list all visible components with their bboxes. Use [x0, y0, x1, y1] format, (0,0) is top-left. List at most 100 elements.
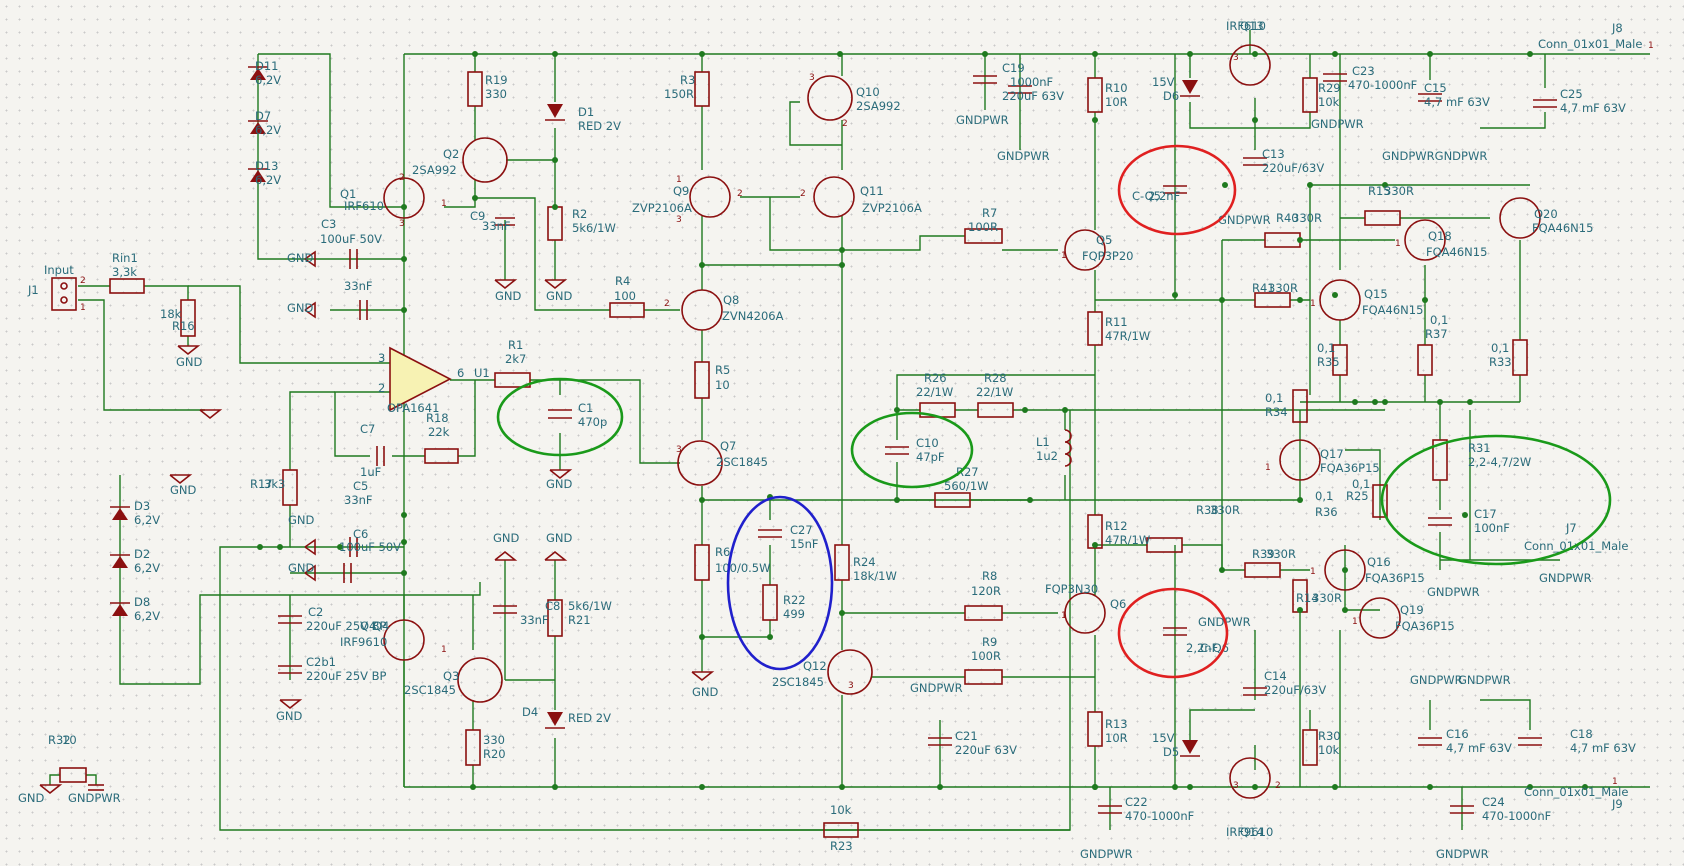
highlight-ellipse — [726, 495, 834, 671]
c4-capacitor — [359, 300, 368, 320]
component-label: 120R — [971, 584, 1001, 598]
junction-dot — [894, 407, 900, 413]
highlight-ellipse — [1117, 144, 1237, 236]
c5-capacitor — [349, 537, 358, 557]
zener-d3 — [110, 506, 130, 520]
component-label: Q8 — [723, 293, 739, 307]
component-label: GNDPWR — [1458, 673, 1511, 687]
component-label: C9 — [470, 209, 485, 223]
component-label: J7 — [1565, 521, 1577, 535]
junction-dot — [1352, 399, 1358, 405]
r25-resistor — [1372, 484, 1388, 518]
component-label: 499 — [783, 607, 805, 621]
component-label: D13 — [255, 159, 279, 173]
component-label: 0,1 — [1265, 391, 1283, 405]
component-label: U1 — [474, 366, 490, 380]
component-label: 3 — [378, 351, 385, 365]
c18-wire — [1480, 699, 1531, 730]
svg-text:1: 1 — [1265, 463, 1271, 473]
global-feedback-wire — [219, 410, 1071, 831]
j1-pin1 — [60, 282, 68, 290]
component-label: 100uF 50V — [320, 232, 382, 246]
component-label: FQA36P15 — [1365, 571, 1425, 585]
component-label: C21 — [955, 729, 978, 743]
junction-dot — [839, 784, 845, 790]
component-label: Q19 — [1400, 603, 1424, 617]
component-label: 15V — [1152, 75, 1175, 89]
c24-capacitor — [1450, 805, 1474, 814]
component-label: 15V — [1152, 731, 1175, 745]
transistor-q19 — [1359, 597, 1401, 639]
component-label: 220uF 25V BP — [306, 619, 387, 633]
transistor-q7 — [677, 440, 723, 486]
component-label: 2,2nF — [1148, 189, 1180, 203]
q2-c-wire — [444, 180, 476, 208]
c13-capacitor — [1243, 157, 1267, 166]
transistor-q5 — [1064, 229, 1106, 271]
component-label: ZVN4206A — [722, 309, 784, 323]
c21-capacitor — [928, 737, 952, 746]
component-label: IRF9610 — [340, 635, 387, 649]
junction-dot — [1307, 182, 1313, 188]
zener-d7 — [248, 120, 268, 134]
component-label: 2SA992 — [412, 163, 457, 177]
junction-dot — [1462, 512, 1468, 518]
svg-text:1: 1 — [1061, 251, 1067, 261]
c14-capacitor — [1243, 687, 1267, 696]
zener-top-wire — [258, 53, 404, 208]
q10-base-wire — [789, 101, 842, 146]
component-label: GND — [287, 301, 314, 315]
zener-d11 — [248, 66, 268, 80]
junction-dot — [552, 204, 558, 210]
component-label: 4,7 mF 63V — [1570, 741, 1636, 755]
component-label: 100uF 50V — [339, 540, 401, 554]
transistor-q11 — [813, 176, 855, 218]
component-label: R19 — [485, 73, 508, 87]
r38-wire — [1182, 544, 1223, 570]
junction-dot — [470, 784, 476, 790]
gate-bridge-wire — [769, 197, 842, 251]
component-label: R37 — [1425, 327, 1448, 341]
component-label: Q20 — [1534, 207, 1558, 221]
r22-resistor — [762, 584, 778, 621]
component-label: R39 — [1252, 547, 1275, 561]
junction-dot — [1467, 399, 1473, 405]
hand-drawn-highlights — [496, 144, 1612, 679]
component-label: C23 — [1352, 64, 1375, 78]
component-label: R14 — [1296, 591, 1319, 605]
component-label: C16 — [1446, 727, 1469, 741]
component-label: 330R — [1292, 211, 1322, 225]
junction-dot — [1427, 51, 1433, 57]
component-label: D7 — [255, 109, 271, 123]
c16-capacitor — [1418, 737, 1442, 746]
junction-dot — [1172, 784, 1178, 790]
gnd-symbols — [39, 250, 715, 795]
r7-wire — [842, 235, 965, 251]
component-label: R15 — [1368, 184, 1391, 198]
c7-capacitor — [376, 446, 385, 466]
component-label: GND — [495, 289, 522, 303]
transistor-q15 — [1319, 279, 1361, 321]
r8-resistor — [964, 605, 1003, 621]
c10-capacitor — [885, 446, 909, 455]
mid-output-wire — [702, 410, 1301, 501]
r32-resistor — [59, 767, 87, 783]
component-label: Q3 — [443, 669, 459, 683]
component-label: 0,1 — [1317, 341, 1335, 355]
component-label: Q9 — [673, 184, 689, 198]
component-label: R34 — [1265, 405, 1288, 419]
q7-base-wire — [560, 379, 680, 464]
r16-resistor — [180, 299, 196, 337]
component-label: 470p — [578, 415, 607, 429]
junction-dot — [472, 51, 478, 57]
transistor-q6 — [1064, 592, 1106, 634]
transistor-q2 — [462, 137, 508, 183]
svg-text:1: 1 — [441, 199, 447, 209]
junction-dots — [257, 51, 1588, 790]
component-label: 33nF — [344, 279, 373, 293]
junction-dot — [1527, 51, 1533, 57]
component-label: Q14 — [1240, 825, 1264, 839]
component-label: R8 — [982, 569, 997, 583]
junction-dot — [257, 544, 263, 550]
